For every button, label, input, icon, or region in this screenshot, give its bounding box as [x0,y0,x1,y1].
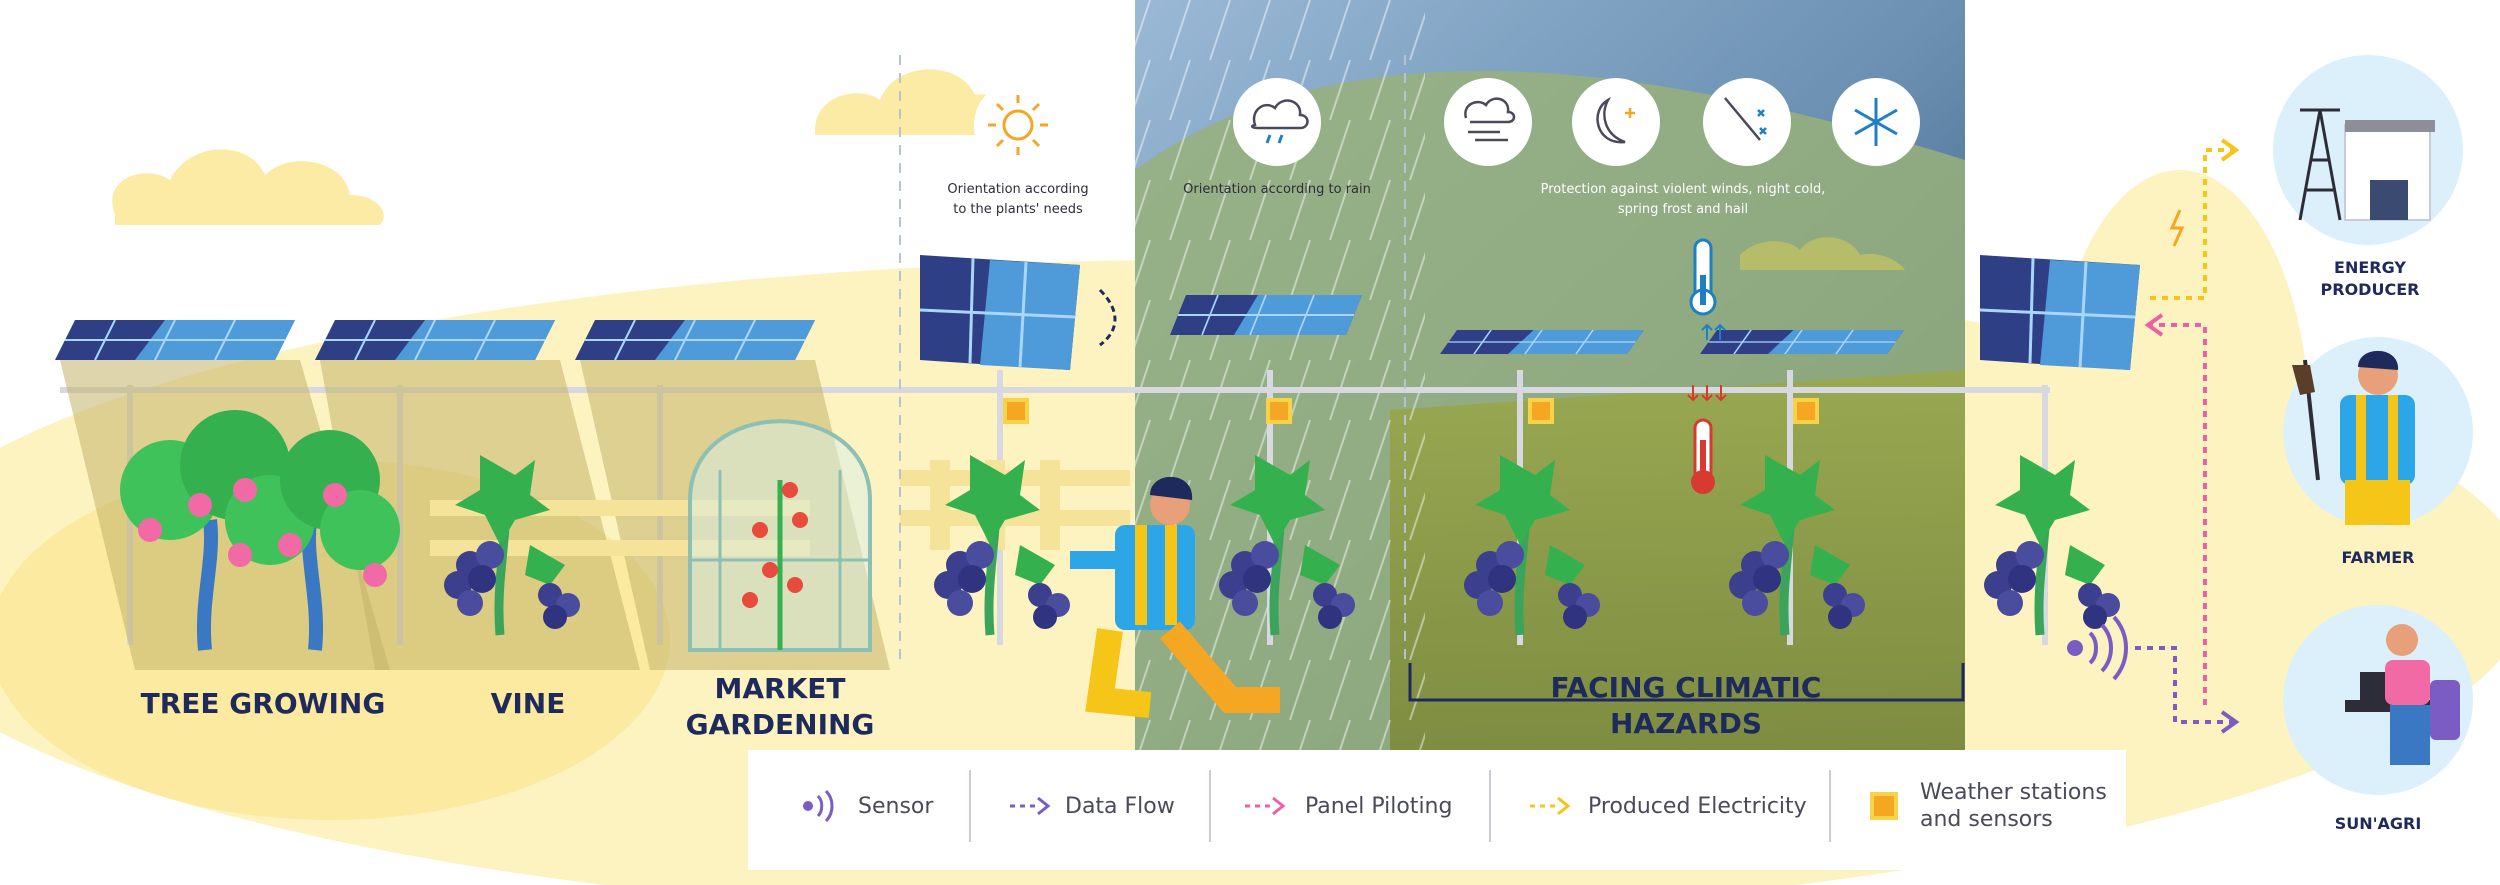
sunagri: SUN'AGRI [2283,605,2473,833]
wind-icon [1444,78,1532,166]
produced-electricity-arrow [2150,148,2235,300]
greenhouse [688,419,872,652]
sensor-icon-right [2067,615,2128,681]
solar-panel-storm-2 [1699,329,1905,355]
caption-climatic-line1: FACING CLIMATIC [1551,671,1822,704]
sun-note-line2: to the plants' needs [953,202,1083,217]
legend-panel-piloting-label: Panel Piloting [1305,794,1452,819]
lightning-icon [2169,209,2185,247]
solar-panel-right [1978,253,2142,372]
legend-weather-label-line2: and sensors [1920,807,2053,832]
legend-weather-station-icon [1870,792,1898,820]
legend-sensor-label: Sensor [858,794,934,819]
thermometer-warm-icon [1687,385,1727,494]
thermometer-cold-icon [1689,238,1726,340]
energy-producer: ENERGY PRODUCER [2273,55,2463,299]
hail-icon [1703,78,1791,166]
weather-station-markers [1003,398,1819,424]
farmer-label: FARMER [2342,548,2415,567]
legend-panel-piloting-icon [1245,796,1286,816]
rain-cloud-icon [1233,78,1321,166]
caption-vine: VINE [491,687,566,720]
data-flow-arrow [2135,646,2235,724]
sun-note-line1: Orientation according [947,182,1088,197]
protect-note-line1: Protection against violent winds, night … [1541,182,1826,197]
night-moon-icon [1572,78,1660,166]
solar-panel-3 [574,319,816,361]
legend-weather-label-line1: Weather stations [1920,780,2107,805]
legend-produced-electricity-icon [1530,796,1571,816]
cloud-left [112,149,384,225]
fruit-trees [120,410,400,651]
rotate-arrow-icon [1098,288,1117,347]
solar-panel-tilted-sun [918,253,1082,372]
solar-panel-rain [1169,294,1363,336]
caption-climatic-line2: HAZARDS [1610,707,1762,740]
solar-panel-1 [54,319,296,361]
kneeling-farmer [1070,476,1280,718]
protect-note-line2: spring frost and hail [1618,202,1748,217]
produced-electricity-arrowhead [2220,138,2240,162]
panel-piloting-arrowhead [2144,313,2164,337]
legend: Sensor Data Flow Panel Piloting Produced… [748,750,2126,870]
section-separators [899,55,1406,660]
data-flow-arrowhead [2220,710,2240,734]
energy-producer-label-line2: PRODUCER [2321,280,2420,299]
storm-cloud [1740,237,1905,270]
legend-data-flow-label: Data Flow [1065,794,1175,819]
caption-market-line2: GARDENING [686,708,875,741]
solar-panel-2 [314,319,556,361]
snowflake-icon [1832,78,1920,166]
rain-note: Orientation according to rain [1183,182,1371,197]
sun-icon [974,81,1062,169]
sunagri-label: SUN'AGRI [2335,814,2422,833]
legend-sensor-icon [803,789,834,823]
solar-panel-storm-1 [1439,329,1645,355]
caption-tree-growing: TREE GROWING [141,687,386,720]
caption-market-line1: MARKET [714,672,845,705]
climatic-bracket [1408,663,1965,702]
farmer: FARMER [2283,337,2473,567]
energy-producer-label-line1: ENERGY [2334,258,2406,277]
legend-produced-electricity-label: Produced Electricity [1588,794,1807,819]
legend-data-flow-icon [1010,796,1051,816]
